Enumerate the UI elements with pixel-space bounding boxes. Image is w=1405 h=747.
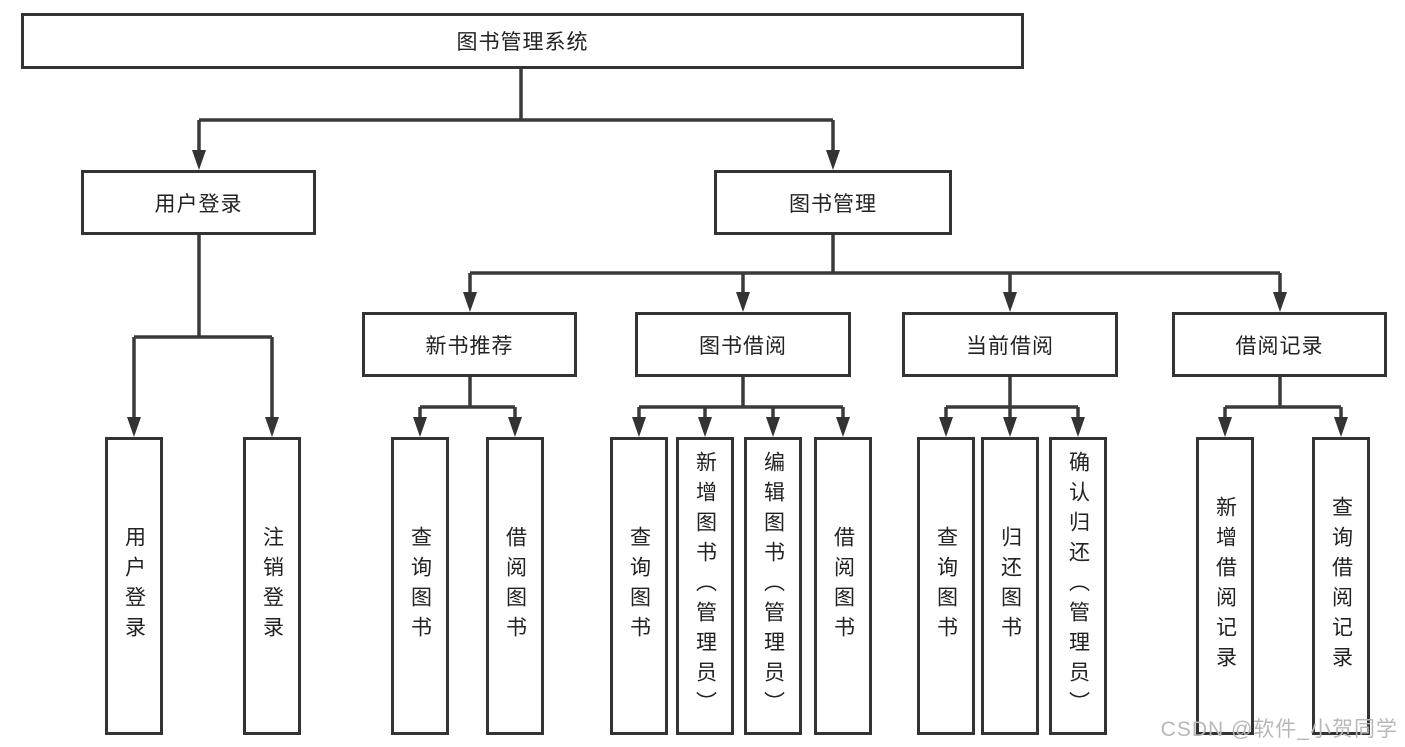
leaf-user-login-label: 用户登录 xyxy=(122,526,146,646)
leaf-confirm-return-admin: 确认归还（管理员） xyxy=(1049,437,1107,735)
connector-root-to-level2 xyxy=(192,69,840,170)
connector-new-book-children xyxy=(413,377,522,437)
leaf-edit-book-admin-label: 编辑图书（管理员） xyxy=(761,451,785,721)
leaf-borrow-book-label: 借阅图书 xyxy=(831,526,855,646)
leaf-return-book: 归还图书 xyxy=(981,437,1039,735)
node-book-borrow-label: 图书借阅 xyxy=(699,334,787,358)
connector-current-borrow-children xyxy=(939,377,1085,437)
arrowhead xyxy=(127,417,141,437)
leaf-add-book-admin-label: 新增图书（管理员） xyxy=(693,451,717,721)
leaf-query-borrow-record: 查询借阅记录 xyxy=(1312,437,1370,735)
leaf-query-book-current: 查询图书 xyxy=(917,437,975,735)
leaf-add-borrow-record-label: 新增借阅记录 xyxy=(1213,496,1237,676)
connector-borrow-records-children xyxy=(1218,377,1348,437)
arrowhead xyxy=(1334,417,1348,437)
arrowhead xyxy=(698,417,712,437)
arrowhead xyxy=(192,150,206,170)
leaf-edit-book-admin: 编辑图书（管理员） xyxy=(744,437,802,735)
arrowhead xyxy=(766,417,780,437)
arrowhead xyxy=(1273,292,1287,312)
leaf-return-book-label: 归还图书 xyxy=(998,526,1022,646)
csdn-watermark: CSDN @软件_小贺同学 xyxy=(1160,718,1398,741)
leaf-confirm-return-admin-label: 确认归还（管理员） xyxy=(1066,451,1090,721)
arrowhead xyxy=(939,417,953,437)
node-current-borrow-label: 当前借阅 xyxy=(966,334,1054,358)
leaf-query-book-recommend-label: 查询图书 xyxy=(408,526,432,646)
leaf-borrow-book: 借阅图书 xyxy=(814,437,872,735)
node-user-login: 用户登录 xyxy=(81,170,316,235)
leaf-query-book-borrow: 查询图书 xyxy=(610,437,668,735)
arrowhead xyxy=(632,417,646,437)
arrowhead xyxy=(836,417,850,437)
leaf-query-borrow-record-label: 查询借阅记录 xyxy=(1329,496,1353,676)
node-borrow-records: 借阅记录 xyxy=(1172,312,1387,377)
node-root-system-label: 图书管理系统 xyxy=(456,31,589,54)
connector-book-borrow-children xyxy=(632,377,850,437)
leaf-query-book-recommend: 查询图书 xyxy=(391,437,449,735)
arrowhead xyxy=(1003,292,1017,312)
arrowhead xyxy=(265,417,279,437)
arrowhead xyxy=(508,417,522,437)
connector-book-management-children xyxy=(463,235,1287,312)
arrowhead xyxy=(736,292,750,312)
node-book-management: 图书管理 xyxy=(714,170,952,235)
arrowhead xyxy=(1218,417,1232,437)
leaf-add-borrow-record: 新增借阅记录 xyxy=(1196,437,1254,735)
arrowhead xyxy=(413,417,427,437)
connector-user-login-children xyxy=(127,235,279,437)
node-book-management-label: 图书管理 xyxy=(789,192,877,216)
arrowhead xyxy=(463,292,477,312)
arrowhead xyxy=(1003,417,1017,437)
leaf-borrow-book-recommend-label: 借阅图书 xyxy=(503,526,527,646)
node-new-book-recommend-label: 新书推荐 xyxy=(425,334,514,358)
node-user-login-label: 用户登录 xyxy=(154,192,243,216)
leaf-logout-label: 注销登录 xyxy=(260,526,284,646)
leaf-user-login: 用户登录 xyxy=(105,437,163,735)
node-new-book-recommend: 新书推荐 xyxy=(362,312,577,377)
leaf-borrow-book-recommend: 借阅图书 xyxy=(486,437,544,735)
leaf-query-book-current-label: 查询图书 xyxy=(934,526,958,646)
leaf-logout: 注销登录 xyxy=(243,437,301,735)
node-book-borrow: 图书借阅 xyxy=(635,312,851,377)
leaf-query-book-borrow-label: 查询图书 xyxy=(627,526,651,646)
node-root-system: 图书管理系统 xyxy=(21,13,1024,69)
arrowhead xyxy=(1071,417,1085,437)
node-current-borrow: 当前借阅 xyxy=(902,312,1118,377)
node-borrow-records-label: 借阅记录 xyxy=(1235,334,1324,358)
arrowhead xyxy=(826,150,840,170)
leaf-add-book-admin: 新增图书（管理员） xyxy=(676,437,734,735)
